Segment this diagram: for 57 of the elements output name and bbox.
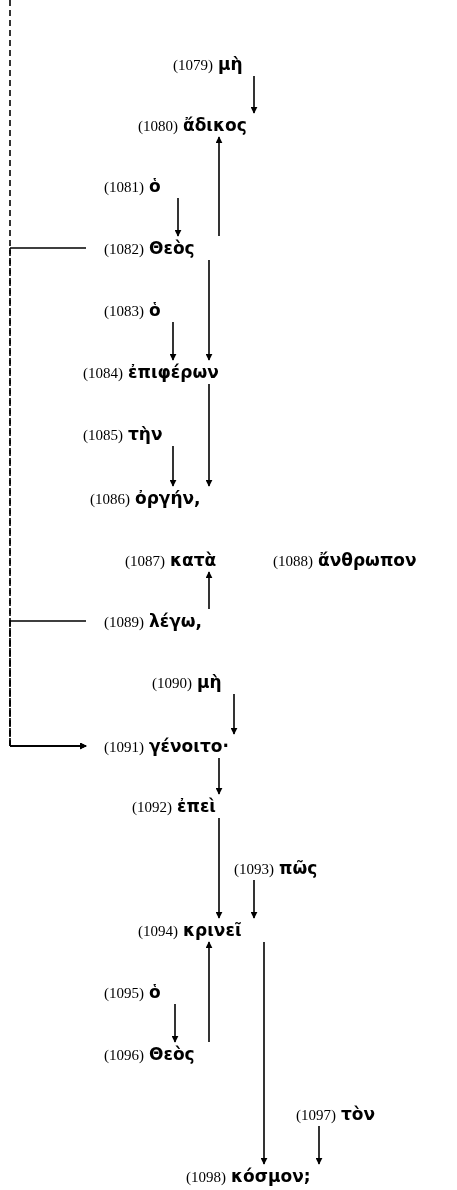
arrow: [315, 1125, 323, 1165]
greek-word: κατὰ: [170, 549, 217, 572]
greek-word: Θεὸς: [149, 237, 195, 260]
greek-word: ὁ: [149, 981, 161, 1004]
greek-word: ἄνθρωπον: [318, 549, 417, 572]
word-number: (1090): [152, 674, 192, 693]
word-number: (1089): [104, 613, 144, 632]
word-number: (1092): [132, 798, 172, 817]
word-number: (1086): [90, 490, 130, 509]
word-number: (1087): [125, 552, 165, 571]
word-number: (1079): [173, 56, 213, 75]
greek-word: κρινεῖ: [183, 919, 242, 942]
greek-word: λέγω,: [149, 610, 203, 633]
arrow: [250, 75, 258, 114]
word-number: (1091): [104, 738, 144, 757]
greek-word: ὀργήν,: [135, 487, 201, 510]
greek-word: κόσμον;: [231, 1165, 311, 1188]
arrow: [260, 941, 268, 1165]
arrow: [205, 941, 213, 1043]
word-number: (1098): [186, 1168, 226, 1187]
word-number: (1084): [83, 364, 123, 383]
arrow: [9, 620, 87, 750]
greek-word: ἐπιφέρων: [128, 361, 219, 384]
arrow: [174, 197, 182, 237]
arrow: [171, 1003, 179, 1043]
word-number: (1094): [138, 922, 178, 941]
greek-word: Θεὸς: [149, 1043, 195, 1066]
greek-word: μὴ: [218, 53, 243, 76]
arrow: [169, 321, 177, 361]
word-number: (1085): [83, 426, 123, 445]
greek-word: ἄδικος: [183, 114, 247, 137]
word-number: (1081): [104, 178, 144, 197]
arrow: [250, 879, 258, 919]
word-number: (1096): [104, 1046, 144, 1065]
greek-word: ὁ: [149, 175, 161, 198]
greek-word: γένοιτο·: [149, 735, 229, 758]
arrow: [215, 136, 223, 237]
word-number: (1082): [104, 240, 144, 259]
arrow: [205, 383, 213, 487]
greek-word: τὸν: [341, 1103, 376, 1126]
greek-word: ἐπεὶ: [177, 795, 216, 818]
word-number: (1097): [296, 1106, 336, 1125]
arrow: [205, 259, 213, 361]
word-number: (1083): [104, 302, 144, 321]
word-number: (1088): [273, 552, 313, 571]
greek-word: μὴ: [197, 671, 222, 694]
word-number: (1095): [104, 984, 144, 1003]
arrow: [215, 757, 223, 795]
word-number: (1080): [138, 117, 178, 136]
arrow: [205, 571, 213, 610]
arrow: [215, 817, 223, 919]
word-number: (1093): [234, 860, 274, 879]
greek-word: πῶς: [279, 857, 318, 880]
arrow: [169, 445, 177, 487]
arrow: [230, 693, 238, 735]
greek-word: τὴν: [128, 423, 163, 446]
greek-word: ὁ: [149, 299, 161, 322]
